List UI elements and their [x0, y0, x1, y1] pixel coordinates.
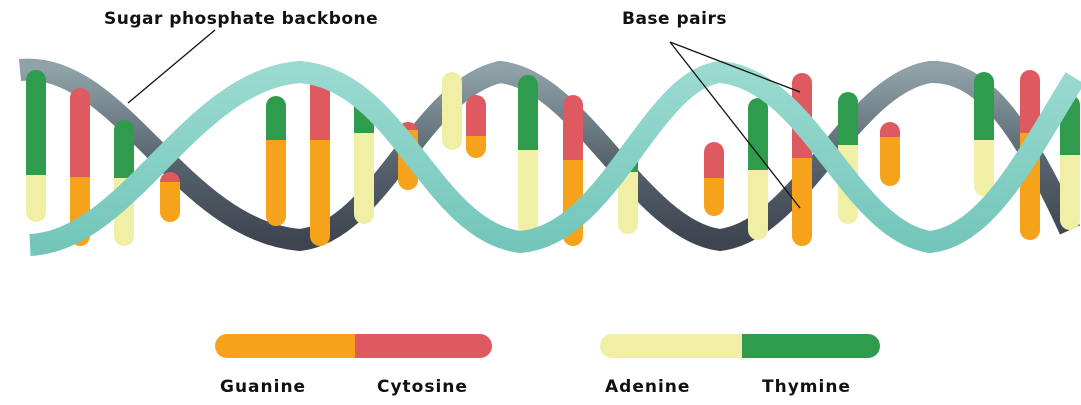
legend-adenine-label: Adenine	[605, 377, 690, 397]
legend-thymine-swatch	[728, 334, 880, 358]
base-thymine	[26, 70, 46, 185]
base-adenine	[518, 150, 538, 236]
base-pair	[160, 172, 180, 222]
base-guanine	[266, 140, 286, 226]
base-pair	[792, 73, 812, 246]
base-pair	[704, 142, 724, 216]
base-cytosine	[563, 95, 583, 170]
base-join	[563, 160, 583, 170]
base-guanine	[310, 140, 330, 246]
base-join	[310, 140, 330, 150]
base-pair	[748, 98, 768, 240]
base-pair	[880, 122, 900, 186]
base-join	[160, 182, 180, 192]
base-thymine	[748, 98, 768, 180]
base-pair	[442, 72, 462, 150]
legend-guanine-join	[342, 334, 355, 358]
base-thymine	[974, 72, 994, 150]
base-join	[518, 150, 538, 160]
legend-guanine-label: Guanine	[220, 377, 306, 397]
base-join	[70, 177, 90, 187]
base-adenine	[748, 170, 768, 240]
base-join	[466, 136, 486, 146]
base-pair	[310, 75, 330, 246]
base-pair	[26, 70, 46, 222]
legend-adenine-thymine: Adenine Thymine	[600, 334, 880, 397]
base-join	[26, 175, 46, 185]
legend-adenine-join	[728, 334, 742, 358]
base-join	[880, 137, 900, 147]
legend: Guanine Cytosine Adenine Thymine	[215, 334, 880, 397]
base-pairs-label: Base pairs	[622, 9, 727, 29]
base-pair	[974, 72, 994, 196]
backbone-pointer-line	[128, 30, 215, 103]
base-join	[748, 170, 768, 180]
base-pair	[466, 95, 486, 158]
base-join	[354, 133, 374, 143]
base-thymine	[518, 75, 538, 160]
base-join	[974, 140, 994, 150]
backbone-label: Sugar phosphate backbone	[104, 9, 378, 29]
annotation-lines	[128, 30, 800, 208]
legend-guanine-cytosine: Guanine Cytosine	[215, 334, 492, 397]
legend-cytosine-label: Cytosine	[377, 377, 468, 397]
base-join	[1060, 155, 1080, 165]
legend-cytosine-swatch	[342, 334, 492, 358]
base-adenine	[1060, 155, 1080, 230]
base-join	[792, 158, 812, 168]
base-pair	[266, 96, 286, 226]
base-pair	[518, 75, 538, 236]
legend-thymine-label: Thymine	[762, 377, 851, 397]
base-join	[704, 178, 724, 188]
base-adenine	[354, 133, 374, 224]
base-join	[442, 90, 462, 100]
base-join	[266, 140, 286, 150]
base-cytosine	[70, 88, 90, 187]
